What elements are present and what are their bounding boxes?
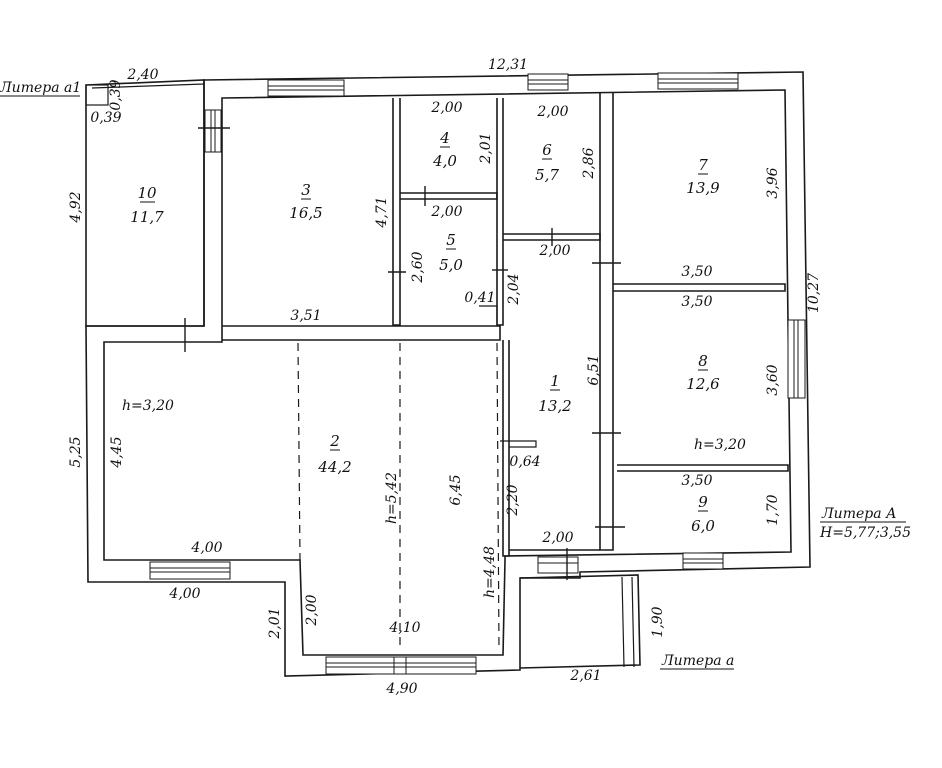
room-10-number: 10 bbox=[137, 184, 157, 202]
window-right-room8 bbox=[787, 319, 806, 399]
dim-a1-height: 4,92 bbox=[68, 191, 84, 223]
litera-a-label: Литера а bbox=[661, 653, 734, 669]
room-1-number: 1 bbox=[550, 372, 560, 390]
room-6-number: 6 bbox=[542, 141, 552, 159]
window-bottom-room2-center bbox=[325, 656, 477, 675]
height-room2-left: h=3,20 bbox=[122, 398, 174, 414]
room-labels: 10 11,7 3 16,5 4 4,0 5 5,0 6 5,7 7 13,9 bbox=[130, 129, 720, 535]
dim-r8-side: 3,60 bbox=[765, 364, 781, 395]
dim-r5-small: 0,41 bbox=[464, 290, 495, 306]
dim-r9-side: 1,70 bbox=[765, 494, 781, 525]
room-7-label: 7 13,9 bbox=[686, 156, 720, 197]
door-marks bbox=[184, 127, 625, 580]
room-10-label: 10 11,7 bbox=[130, 184, 164, 226]
room-5-number: 5 bbox=[446, 231, 456, 249]
room-4-label: 4 4,0 bbox=[432, 129, 457, 170]
dim-a1-small-h: 0,39 bbox=[108, 79, 124, 110]
dim-r6-side: 2,86 bbox=[581, 147, 597, 179]
room-8-label: 8 12,6 bbox=[686, 352, 720, 393]
dim-r3-height: 4,71 bbox=[374, 196, 390, 228]
room-10-area: 11,7 bbox=[130, 208, 164, 226]
room-6-label: 6 5,7 bbox=[535, 141, 559, 184]
dim-r6-bottom: 2,00 bbox=[538, 243, 570, 259]
litera-A-height: H=5,77;3,55 bbox=[819, 525, 911, 541]
window-left-room3 bbox=[204, 109, 222, 153]
room-2-area: 44,2 bbox=[317, 458, 351, 476]
room-6-area: 5,7 bbox=[535, 166, 559, 184]
window-bottom-room1 bbox=[537, 556, 579, 574]
dim-top-total: 12,31 bbox=[488, 57, 528, 73]
dim-r2-right: 6,45 bbox=[448, 474, 464, 505]
height-room2-right: h=4,48 bbox=[482, 546, 498, 598]
windows bbox=[149, 72, 806, 675]
dim-r2-left: 4,45 bbox=[109, 436, 125, 468]
dim-r2-bottom-outer: 4,00 bbox=[168, 586, 200, 602]
room-5-area: 5,0 bbox=[439, 256, 463, 274]
room-5-label: 5 5,0 bbox=[439, 231, 463, 274]
room-2-label: 2 44,2 bbox=[317, 432, 351, 476]
room-9-number: 9 bbox=[698, 493, 708, 511]
dim-r6-top: 2,00 bbox=[536, 104, 568, 120]
room-1-area: 13,2 bbox=[538, 397, 571, 415]
window-top-room3 bbox=[267, 79, 345, 97]
dim-r5-side: 2,60 bbox=[410, 251, 426, 283]
dim-r1-side: 6,51 bbox=[586, 354, 602, 385]
dim-step-inner: 2,00 bbox=[304, 594, 320, 626]
dim-r1-lower: 2,20 bbox=[505, 484, 521, 516]
dim-r3-width: 3,51 bbox=[290, 308, 321, 324]
window-bottom-room2-left bbox=[149, 561, 231, 580]
litera-a1-label: Литера а1 bbox=[0, 80, 81, 96]
room-4-area: 4,0 bbox=[432, 152, 457, 170]
room-9-label: 9 6,0 bbox=[691, 493, 715, 535]
dim-porch-width: 2,61 bbox=[569, 668, 601, 684]
interior-walls bbox=[222, 93, 789, 557]
window-top-room7 bbox=[657, 72, 739, 90]
dim-right-total: 10,27 bbox=[806, 273, 822, 313]
dim-r2-bottom-inner: 4,00 bbox=[190, 540, 222, 556]
dim-bottom-inner: 4,10 bbox=[388, 620, 420, 636]
litera-labels: Литера а1 Литера А H=5,77;3,55 Литера а bbox=[0, 80, 911, 670]
room-8-number: 8 bbox=[698, 352, 708, 370]
dim-top-a1: 2,40 bbox=[126, 67, 158, 83]
dim-r1-bottom: 2,00 bbox=[541, 530, 573, 546]
room-8-area: 12,6 bbox=[686, 375, 720, 393]
dim-porch-side: 1,90 bbox=[650, 606, 666, 637]
room-4-number: 4 bbox=[439, 129, 450, 147]
dim-r4-bottom: 2,00 bbox=[430, 204, 462, 220]
dim-r7-bottom: 3,50 bbox=[681, 264, 712, 280]
dim-bottom-outer: 4,90 bbox=[385, 681, 417, 697]
room-7-number: 7 bbox=[698, 156, 708, 174]
room-9-area: 6,0 bbox=[691, 517, 715, 535]
room-2-number: 2 bbox=[329, 432, 340, 450]
room-1-label: 1 13,2 bbox=[538, 372, 571, 415]
height-labels: h=3,20 h=5,42 h=4,48 h=3,20 bbox=[122, 398, 746, 598]
room-3-area: 16,5 bbox=[289, 204, 322, 222]
dim-left-total: 5,25 bbox=[68, 436, 84, 467]
dim-r1-small: 0,64 bbox=[509, 454, 540, 470]
room-3-number: 3 bbox=[301, 181, 311, 199]
dim-r1-upper: 2,04 bbox=[506, 273, 522, 305]
height-room2-center: h=5,42 bbox=[384, 472, 400, 524]
dim-r4-top: 2,00 bbox=[430, 100, 462, 116]
room-3-label: 3 16,5 bbox=[289, 181, 322, 222]
dim-r4-side: 2,01 bbox=[478, 132, 494, 164]
room2-dashed-lines bbox=[297, 342, 500, 651]
a1-small-box bbox=[85, 84, 109, 106]
window-top-room6 bbox=[527, 73, 569, 91]
window-bottom-room9 bbox=[682, 552, 724, 570]
dim-step-side: 2,01 bbox=[267, 607, 283, 639]
dim-r9-top: 3,50 bbox=[681, 473, 712, 489]
dim-r8-top: 3,50 bbox=[681, 294, 712, 310]
dim-r7-side: 3,96 bbox=[765, 167, 781, 198]
height-room8: h=3,20 bbox=[694, 437, 746, 453]
litera-A-label: Литера А bbox=[821, 506, 897, 522]
outer-walls bbox=[85, 71, 811, 677]
dimension-labels: 2,40 12,31 0,39 0,39 4,92 4,71 3,51 2,00… bbox=[68, 57, 822, 697]
room-7-area: 13,9 bbox=[686, 179, 720, 197]
dim-a1-small-w: 0,39 bbox=[90, 110, 121, 126]
